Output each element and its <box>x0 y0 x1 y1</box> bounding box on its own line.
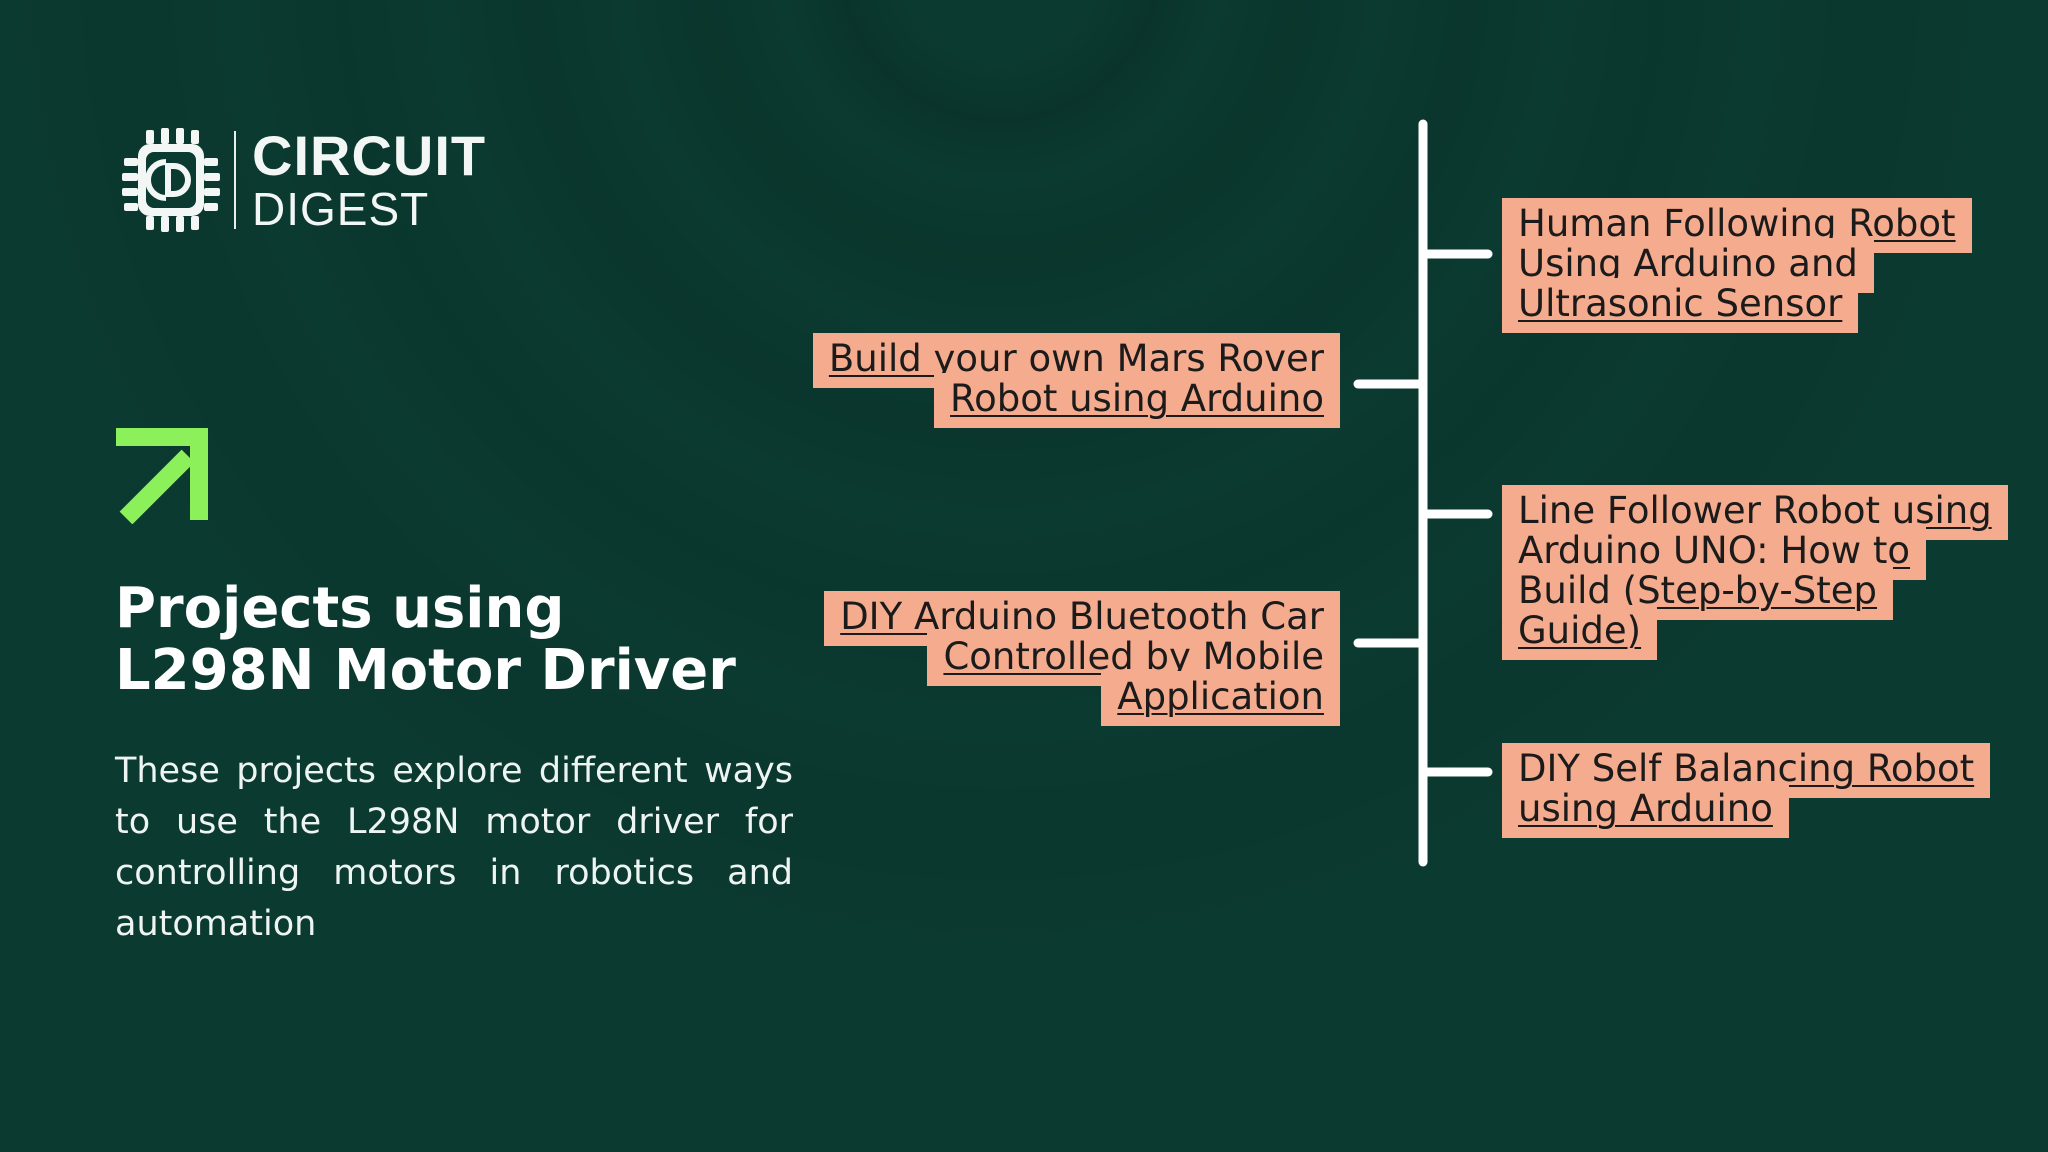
title-line-1: Projects using <box>115 576 565 641</box>
title-line-2: L298N Motor Driver <box>115 638 736 703</box>
description-text: These projects explore different ways to… <box>115 751 793 944</box>
logo-wordmark: CIRCUIT DIGEST <box>252 124 487 235</box>
chip-logo-icon <box>122 128 220 232</box>
arrow-up-right-icon <box>116 428 208 524</box>
logo-name-line2: DIGEST <box>252 183 430 235</box>
logo-divider <box>234 131 236 229</box>
page-title: Projects using L298N Motor Driver <box>115 578 815 702</box>
logo-name-line1: CIRCUIT <box>252 124 487 187</box>
brand-logo: CIRCUIT DIGEST <box>122 128 486 232</box>
